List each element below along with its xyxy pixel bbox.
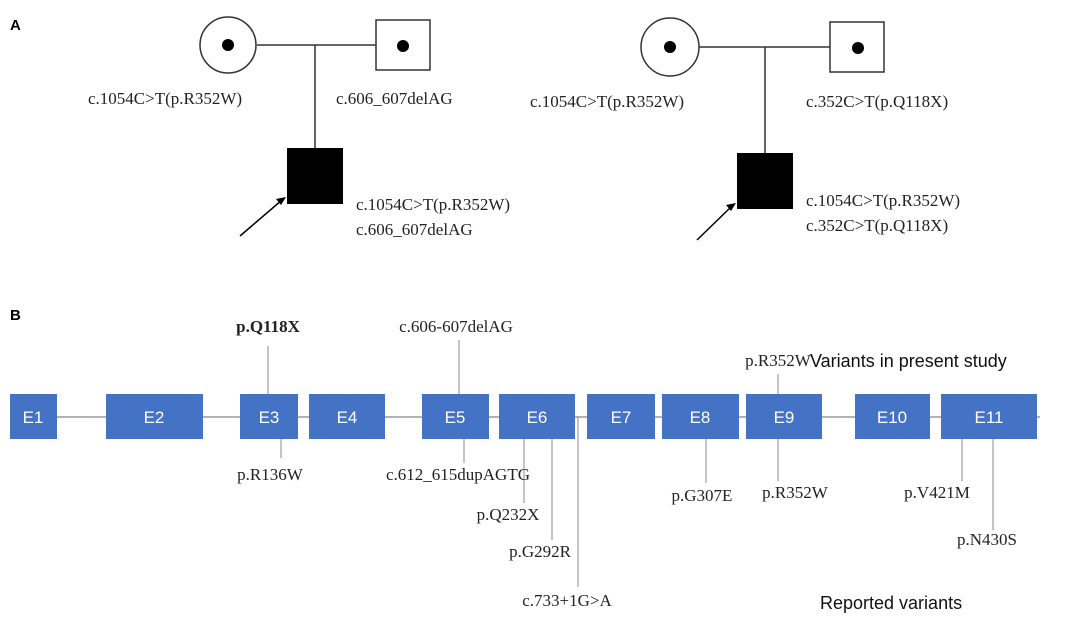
reported-variants: p.R136W c.612_615dupAGTG p.Q232X p.G292R… <box>237 465 1017 610</box>
f1-mother-genotype: c.1054C>T(p.R352W) <box>88 89 242 108</box>
variant-label: p.V421M <box>904 483 970 502</box>
exon-e2 <box>106 394 203 439</box>
carrier-dot <box>222 39 234 51</box>
exon-label: E3 <box>259 408 280 427</box>
exon-label: E5 <box>445 408 466 427</box>
exon-label: E11 <box>975 408 1004 427</box>
f2-mother-genotype: c.1054C>T(p.R352W) <box>530 92 684 111</box>
f1-father-genotype: c.606_607delAG <box>336 89 453 108</box>
panel-b-letter: B <box>10 307 21 324</box>
variant-label: c.612_615dupAGTG <box>386 465 530 484</box>
f2-proband-genotype-1: c.1054C>T(p.R352W) <box>806 191 960 210</box>
proband-arrow <box>696 205 733 241</box>
exon-e8 <box>662 394 739 439</box>
exon-label: E1 <box>23 408 44 427</box>
carrier-dot <box>852 42 864 54</box>
reported-legend: Reported variants <box>820 593 962 613</box>
exon-e3 <box>240 394 298 439</box>
variant-label: p.N430S <box>957 530 1017 549</box>
proband-affected-symbol <box>287 148 343 204</box>
variant-label: p.R352W <box>762 483 829 502</box>
proband-affected-symbol <box>737 153 793 209</box>
proband-arrow <box>239 199 283 237</box>
carrier-dot <box>397 40 409 52</box>
exon-label: E6 <box>527 408 548 427</box>
f1-proband-genotype-1: c.1054C>T(p.R352W) <box>356 195 510 214</box>
variant-label: p.Q118X <box>236 317 300 336</box>
exon-track <box>10 394 1037 439</box>
f2-proband-genotype-2: c.352C>T(p.Q118X) <box>806 216 948 235</box>
variant-label: p.Q232X <box>477 505 540 524</box>
arrow-head <box>276 197 286 205</box>
family-1-pedigree: c.1054C>T(p.R352W) c.606_607delAG c.1054… <box>88 16 510 239</box>
arrow-head <box>726 203 736 211</box>
exon-e10 <box>855 394 930 439</box>
exon-e9 <box>746 394 822 439</box>
exon-labels: E1 E2 E3 E4 E5 E6 E7 E8 E9 E10 E11 <box>23 408 1004 427</box>
exon-label: E10 <box>877 408 907 427</box>
variant-label: p.G307E <box>672 486 733 505</box>
panel-a-letter: A <box>10 17 21 34</box>
f2-father-genotype: c.352C>T(p.Q118X) <box>806 92 948 111</box>
f1-proband-genotype-2: c.606_607delAG <box>356 220 473 239</box>
variant-label: p.R136W <box>237 465 304 484</box>
present-study-legend: Variants in present study <box>810 351 1007 371</box>
present-variants: p.Q118X c.606-607delAG p.R352W <box>236 317 812 370</box>
variant-label: p.G292R <box>509 542 572 561</box>
exon-e11 <box>941 394 1037 439</box>
exon-e4 <box>309 394 385 439</box>
exon-label: E9 <box>774 408 795 427</box>
exon-e5 <box>422 394 489 439</box>
family-2-pedigree: c.1054C>T(p.R352W) c.352C>T(p.Q118X) c.1… <box>530 17 960 241</box>
variant-label: c.733+1G>A <box>522 591 612 610</box>
variant-ticks <box>267 340 994 587</box>
exon-label: E4 <box>337 408 358 427</box>
exon-label: E2 <box>144 408 165 427</box>
variant-label: p.R352W <box>745 351 812 370</box>
exon-e7 <box>587 394 655 439</box>
exon-label: E8 <box>690 408 711 427</box>
variant-label: c.606-607delAG <box>399 317 513 336</box>
exon-label: E7 <box>611 408 632 427</box>
exon-e6 <box>499 394 575 439</box>
carrier-dot <box>664 41 676 53</box>
exon-e1 <box>10 394 57 439</box>
